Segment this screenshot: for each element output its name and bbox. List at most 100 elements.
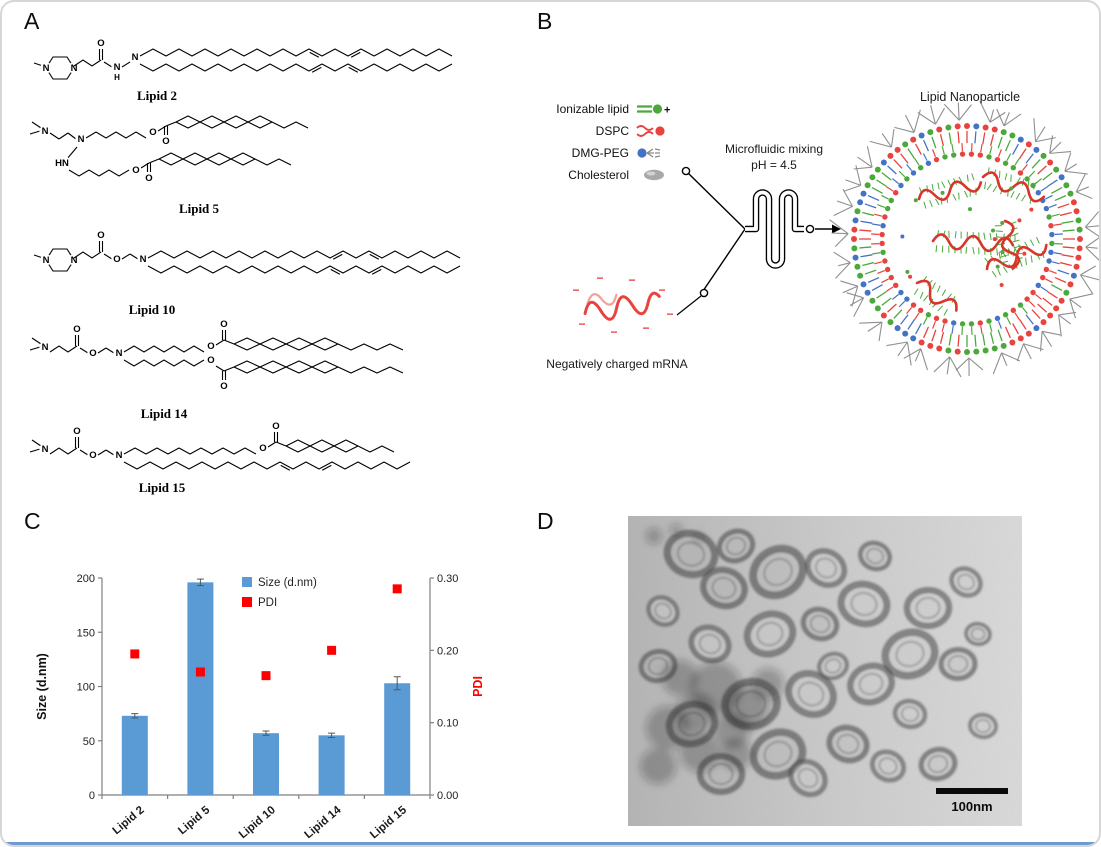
dmg-peg-icon bbox=[637, 148, 661, 158]
svg-text:0: 0 bbox=[89, 790, 95, 802]
svg-text:100: 100 bbox=[77, 682, 95, 694]
svg-text:O: O bbox=[89, 450, 96, 461]
svg-text:H: H bbox=[114, 73, 120, 82]
svg-text:−: − bbox=[628, 273, 635, 287]
dspc-icon bbox=[636, 125, 665, 137]
svg-text:O: O bbox=[207, 355, 214, 366]
svg-text:O: O bbox=[97, 230, 104, 241]
pdi-point bbox=[261, 671, 271, 681]
ionizable-lipid-icon: + bbox=[637, 104, 670, 117]
cholesterol-icon bbox=[644, 169, 664, 181]
legend-label: DMG-PEG bbox=[571, 146, 629, 160]
mrna-label: Negatively charged mRNA bbox=[546, 357, 688, 371]
legend-row-cholesterol: Cholesterol bbox=[530, 164, 682, 186]
lipid-5-label: Lipid 5 bbox=[178, 201, 220, 216]
size-bar bbox=[318, 735, 345, 795]
svg-text:Lipid 10: Lipid 10 bbox=[237, 804, 278, 841]
svg-text:N: N bbox=[71, 63, 78, 74]
lipid-10-label: Lipid 10 bbox=[128, 302, 176, 317]
pdi-point bbox=[195, 667, 205, 677]
svg-text:−: − bbox=[596, 271, 603, 285]
svg-text:O: O bbox=[73, 426, 80, 437]
ph-label: pH = 4.5 bbox=[751, 158, 797, 172]
pdi-point bbox=[392, 584, 402, 594]
svg-text:O: O bbox=[220, 381, 227, 392]
svg-text:N: N bbox=[71, 255, 78, 266]
bottom-accent-line bbox=[2, 842, 1099, 845]
size-bar bbox=[253, 733, 279, 795]
svg-text:O: O bbox=[73, 324, 80, 335]
svg-text:O: O bbox=[145, 173, 152, 184]
svg-text:O: O bbox=[272, 421, 279, 432]
lipid-2-label: Lipid 2 bbox=[136, 88, 178, 103]
svg-text:0.00: 0.00 bbox=[437, 790, 458, 802]
size-bar bbox=[121, 715, 148, 795]
svg-text:50: 50 bbox=[83, 736, 95, 748]
svg-text:N: N bbox=[114, 62, 121, 73]
mrna-squiggle bbox=[583, 291, 661, 321]
svg-text:−: − bbox=[610, 325, 617, 339]
svg-text:N: N bbox=[42, 126, 49, 137]
svg-text:PDI: PDI bbox=[471, 676, 485, 697]
svg-text:0.20: 0.20 bbox=[437, 645, 458, 657]
svg-text:N: N bbox=[42, 342, 49, 353]
svg-text:O: O bbox=[259, 443, 266, 454]
svg-text:N: N bbox=[43, 255, 50, 266]
svg-text:O: O bbox=[207, 341, 214, 352]
svg-text:0.10: 0.10 bbox=[437, 718, 458, 730]
svg-text:Lipid 15: Lipid 15 bbox=[368, 804, 409, 842]
svg-text:N: N bbox=[78, 134, 85, 145]
svg-text:N: N bbox=[43, 63, 50, 74]
size-bar bbox=[187, 582, 214, 795]
svg-text:200: 200 bbox=[77, 573, 95, 585]
svg-text:N: N bbox=[140, 254, 147, 265]
lnp-schematic-graphic: −−−−−−−− bbox=[572, 100, 1099, 378]
lipid-14-label: Lipid 14 bbox=[140, 406, 188, 421]
scale-bar bbox=[936, 788, 1008, 794]
panel-c-letter: C bbox=[24, 508, 41, 534]
lipid-15-label: Lipid 15 bbox=[138, 480, 186, 495]
svg-text:O: O bbox=[220, 319, 227, 330]
svg-text:PDI: PDI bbox=[258, 597, 277, 609]
svg-text:O: O bbox=[132, 165, 139, 176]
svg-text:HN: HN bbox=[55, 158, 69, 169]
plus-sign: + bbox=[664, 105, 670, 117]
svg-text:O: O bbox=[89, 348, 96, 359]
svg-text:−: − bbox=[578, 317, 585, 331]
legend-row-dspc: DSPC bbox=[530, 120, 682, 142]
svg-text:−: − bbox=[666, 307, 673, 321]
svg-text:Lipid 5: Lipid 5 bbox=[176, 804, 213, 837]
svg-text:O: O bbox=[97, 38, 104, 49]
svg-text:N: N bbox=[132, 52, 139, 63]
svg-text:Lipid 2: Lipid 2 bbox=[111, 804, 147, 837]
legend-row-dmg-peg: DMG-PEG bbox=[530, 142, 682, 164]
panel-d-letter: D bbox=[537, 508, 554, 534]
panel-a-letter: A bbox=[24, 8, 40, 34]
legend-label: DSPC bbox=[595, 124, 629, 138]
lnp-components-legend: Ionizable lipid + DSPC DMG-PEG bbox=[530, 98, 682, 186]
svg-text:150: 150 bbox=[77, 627, 95, 639]
svg-text:−: − bbox=[658, 283, 665, 297]
svg-text:N: N bbox=[116, 348, 123, 359]
panel-b-letter: B bbox=[537, 8, 553, 34]
legend-row-ionizable: Ionizable lipid + bbox=[530, 98, 682, 120]
svg-text:O: O bbox=[113, 254, 120, 265]
nanoparticle-label: Lipid Nanoparticle bbox=[919, 90, 1021, 104]
legend-label: Ionizable lipid bbox=[556, 102, 629, 116]
svg-text:Size (d.nm): Size (d.nm) bbox=[35, 653, 49, 720]
svg-text:−: − bbox=[642, 321, 649, 335]
scale-bar-label: 100nm bbox=[951, 799, 992, 814]
svg-text:O: O bbox=[149, 127, 156, 138]
svg-text:Size (d.nm): Size (d.nm) bbox=[258, 577, 317, 589]
pdi-point bbox=[130, 649, 140, 659]
size-bar bbox=[384, 683, 411, 795]
svg-text:O: O bbox=[162, 136, 169, 147]
svg-text:−: − bbox=[572, 283, 579, 297]
mixing-label: Microfluidic mixing bbox=[724, 142, 824, 156]
tem-micrograph: 100nm bbox=[628, 516, 1022, 826]
svg-text:0.30: 0.30 bbox=[437, 573, 458, 585]
lipid-nanoparticle-graphic bbox=[829, 100, 1099, 378]
